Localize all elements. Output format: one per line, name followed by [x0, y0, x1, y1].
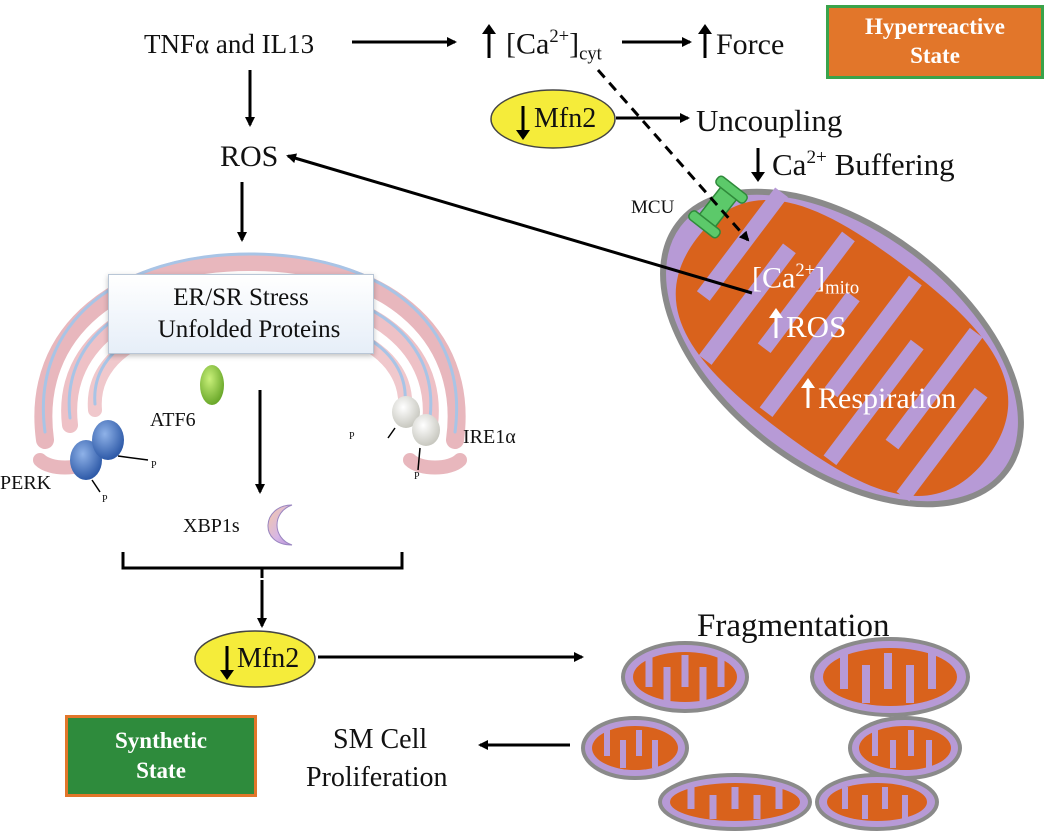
synthetic-label-2: State: [136, 758, 186, 783]
ros-label: ROS: [220, 140, 279, 173]
ire1-p-1: P: [349, 431, 355, 442]
ca-cyt-base: [Ca: [506, 27, 550, 61]
er-stress-box: ER/SR Stress Unfolded Proteins: [108, 274, 374, 354]
hyperreactive-label-1: Hyperreactive: [864, 14, 1006, 40]
mfn2-top-label: Mfn2: [534, 103, 597, 134]
mito-indicator-arrows: [769, 308, 815, 408]
synthetic-state-box: Synthetic State: [65, 715, 257, 797]
buffering-ca: Ca: [772, 146, 807, 182]
perk-label: PERK: [0, 472, 52, 494]
ca-mito-sup: 2+: [795, 260, 816, 281]
ca-mito-base: [Ca: [752, 261, 796, 295]
xbp1s-icon: [267, 504, 293, 546]
mitochondrion-large: [660, 187, 1024, 508]
fragmented-mitochondria: [581, 637, 970, 831]
uncoupling-label: Uncoupling: [696, 103, 843, 138]
stimulus-label: TNFα and IL13: [144, 29, 315, 59]
synthetic-label-1: Synthetic: [115, 728, 207, 754]
mito-ros-label: ROS: [786, 309, 847, 344]
buffering-rest: Buffering: [826, 146, 955, 182]
hyperreactive-state-box: Hyperreactive State: [826, 5, 1044, 79]
arrows: [237, 37, 753, 750]
ca-cyt-label: [Ca2+]cyt: [506, 26, 602, 65]
mfn2-bottom-label: Mfn2: [237, 643, 300, 674]
perk-p-1: P: [151, 460, 157, 471]
er-stress-line2: Unfolded Proteins: [157, 316, 341, 343]
ire1a-label: IRE1α: [463, 426, 516, 448]
sm-cell-label: SM Cell: [333, 724, 428, 755]
xbp1s-label: XBP1s: [183, 515, 240, 537]
atf6-protein: [200, 365, 224, 405]
mcu-label: MCU: [631, 197, 675, 218]
bracket: [121, 552, 404, 578]
ire1-p-2: P: [414, 471, 420, 482]
respiration-label: Respiration: [818, 382, 957, 415]
er-stress-line1: ER/SR Stress: [173, 283, 309, 311]
ca-mito-label: [Ca2+]mito: [752, 260, 860, 299]
hyperreactive-label-2: State: [910, 43, 960, 68]
force-label: Force: [716, 28, 785, 61]
ca-mito-sub: mito: [825, 277, 860, 299]
atf6-label: ATF6: [150, 409, 196, 431]
ca-cyt-sup: 2+: [549, 26, 570, 47]
perk-p-2: P: [102, 494, 108, 505]
perk-protein: [70, 420, 149, 493]
buffering-sup: 2+: [806, 147, 827, 168]
fragmentation-label: Fragmentation: [697, 608, 890, 644]
mcu-channel: [688, 175, 748, 239]
proliferation-label: Proliferation: [306, 762, 448, 793]
ire1a-protein: [387, 396, 440, 471]
ca-cyt-sub: cyt: [579, 43, 602, 65]
buffering-label: Ca2+ Buffering: [772, 148, 955, 180]
ca-mito-tail: ]: [815, 261, 826, 295]
